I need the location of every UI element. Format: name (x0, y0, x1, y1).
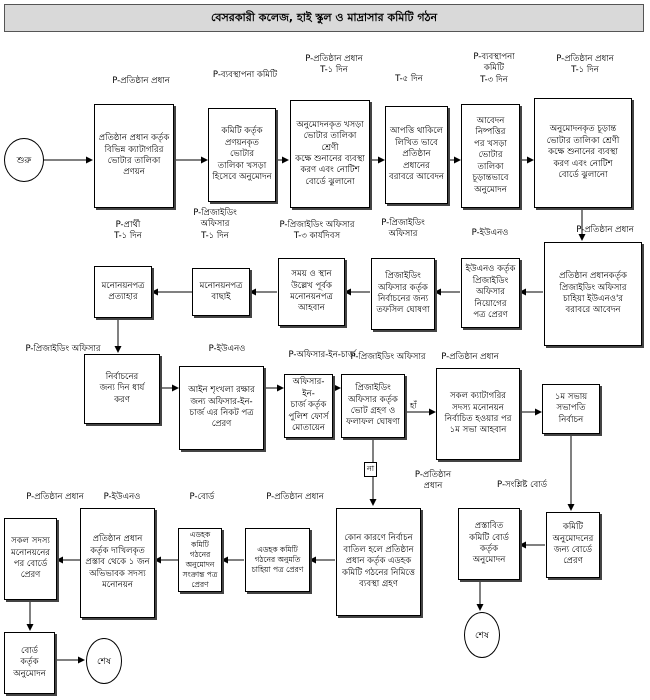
step-appoint-presiding-officer: ইউএনও কর্তৃক প্রিজাইডিং অফিসার নিয়োগের … (461, 258, 520, 328)
step-final-approval: আবেদন নিষ্পত্তির পর খসড়া ভোটার তালিকা চ… (461, 104, 520, 208)
row1-label-5: P-ব্যবস্থাপনা কমিটি T-৩ দিন (473, 52, 515, 85)
row1-label-3: P-প্রতিষ্ঠান প্রধান T-১ দিন (305, 54, 363, 76)
page-title: বেসরকারী কলেজ, হাই স্কুল ও মাদ্রাসার কমি… (4, 4, 644, 32)
row4-label-3: P-বোর্ড (189, 492, 215, 502)
row1-label-2: P-ব্যবস্থাপনা কমিটি (212, 70, 278, 80)
row1-label-1: P-প্রতিষ্ঠান প্রধান (112, 76, 170, 86)
step-nominate-guardian-member: প্রতিষ্ঠান প্রধান কর্তৃক দাখিলকৃত প্রস্ত… (80, 508, 155, 618)
row4-label-2: P-ইউএনও (103, 492, 141, 502)
row2-label-6: P-প্রতিষ্ঠান প্রধান (576, 225, 634, 235)
row2-label-2: P-প্রিজাইডিং অফিসার T-১ দিন (193, 208, 237, 241)
row1-label-4: T-৫ দিন (395, 74, 423, 84)
row2-label-1: P-প্রার্থী T-১ দিন (114, 220, 142, 242)
row3-label-4: P-প্রিজাইডিং অফিসার (350, 352, 426, 362)
step-set-election-date: নির্বাচনের জন্য দিন ধার্য করণ (84, 354, 160, 424)
row4-label-4: P-প্রতিষ্ঠান প্রধান (266, 492, 324, 502)
step-letter-to-oc: আইন শৃংখলা রক্ষার জন্য অফিসার-ইন- চার্জ … (179, 366, 264, 450)
step-deploy-police: অফিসার-ইন- চার্জ কর্তৃক পুলিশ ফোর্স মোতা… (284, 374, 333, 438)
step-objection-application: আপত্তি থাকিলে লিখিত ভাবে প্রতিষ্ঠান প্রধ… (385, 106, 448, 204)
step-approve-draft-list: কমিটি কর্তৃক প্রণয়নকৃত ভোটার তালিকা খসড… (208, 108, 276, 202)
step-prepare-voter-list: প্রতিষ্ঠান প্রধান কর্তৃক বিভিন্ন ক্যাটাগ… (94, 104, 174, 208)
step-invite-nomination: সময় ও স্থান উল্লেখ পূর্বক মনোনয়নপত্র আ… (278, 258, 345, 326)
step-send-for-approval: কমিটি অনুমোদনের জন্য বোর্ডে প্রেরণ (546, 512, 600, 578)
decision-no-label: না (364, 462, 378, 477)
row3-label-2: P-ইউএনও (208, 344, 246, 354)
decision-yes-label: হাঁ (410, 401, 417, 410)
end-node-final: শেষ (86, 638, 122, 684)
step-withdraw-nomination: মনোনয়নপত্র প্রত্যাহার (94, 266, 152, 318)
row4-label-1: P-প্রতিষ্ঠান প্রধান (26, 492, 84, 502)
step-scrutiny-nomination: মনোনয়নপত্র বাছাই (192, 268, 250, 316)
step-send-to-board: সকল সদস্য মনোনয়নের পর বোর্ডে প্রেরণ (4, 518, 57, 600)
row3-label-3: P-অফিসার-ইন-চার্জ (288, 350, 356, 360)
step-vote-and-result: প্রিজাইডিং অফিসার কর্তৃক ভোট গ্রহণ ও ফলা… (341, 374, 405, 438)
row3-label-5: P-প্রতিষ্ঠান প্রধান (441, 352, 499, 362)
step-publish-draft-list: অনুমোদনকৃত খসড়া ভোটার তালিকা শ্রেণী কক্… (290, 100, 370, 208)
row2-label-3: P-প্রিজাইডিং অফিসার T-৩ কার্যদিবস (279, 220, 355, 242)
row4-label-6: P-সংশ্লিষ্ট বোর্ড (497, 480, 547, 490)
step-board-final-approval: বোর্ড কর্তৃক অনুমোদন (4, 632, 55, 694)
row4-label-5: P-প্রতিষ্ঠান প্রধান (414, 470, 452, 492)
step-adhoc-approval-letter: এডহক কমিটি গঠনের অনুমোদন সংক্রান্ত পত্র … (178, 528, 222, 592)
step-elect-president: ১ম সভায় সভাপতি নির্বাচন (542, 384, 600, 434)
row2-label-5: P-ইউএনও (471, 228, 509, 238)
step-board-approves-committee: প্রস্তাবিত কমিটি বোর্ড কর্তৃক অনুমোদন (458, 508, 520, 580)
step-announce-schedule: প্রিজাইডিং অফিসার কর্তৃক নির্বাচনের জন্য… (371, 258, 435, 330)
row2-label-4: P-প্রিজাইডিং অফিসার (381, 218, 425, 240)
end-node: শেষ (464, 612, 500, 658)
step-publish-final-list: অনুমোদনকৃত চূড়ান্ত ভোটার তালিকা শ্রেণী … (534, 98, 632, 208)
start-node: শুরু (4, 138, 44, 182)
row1-label-6: P-প্রতিষ্ঠান প্রধান T-১ দিন (556, 54, 614, 76)
step-adhoc-permission-letter: এডহক কমিটি গঠনের অনুমতি চাহিয়া পত্র প্র… (245, 528, 310, 592)
row3-label-1: P-প্রিজাইডিং অফিসার (25, 344, 101, 354)
step-adhoc-committee-action: কোন কারণে নির্বাচন বাতিল হলে প্রতিষ্ঠান … (336, 508, 421, 616)
step-request-presiding-officer: প্রতিষ্ঠান প্রধানকর্তৃক প্রিজাইডিং অফিসা… (544, 242, 642, 346)
step-call-first-meeting: সকল ক্যাটাগরির সদস্য মনোনয়ন নির্বাচিত হ… (436, 368, 520, 460)
